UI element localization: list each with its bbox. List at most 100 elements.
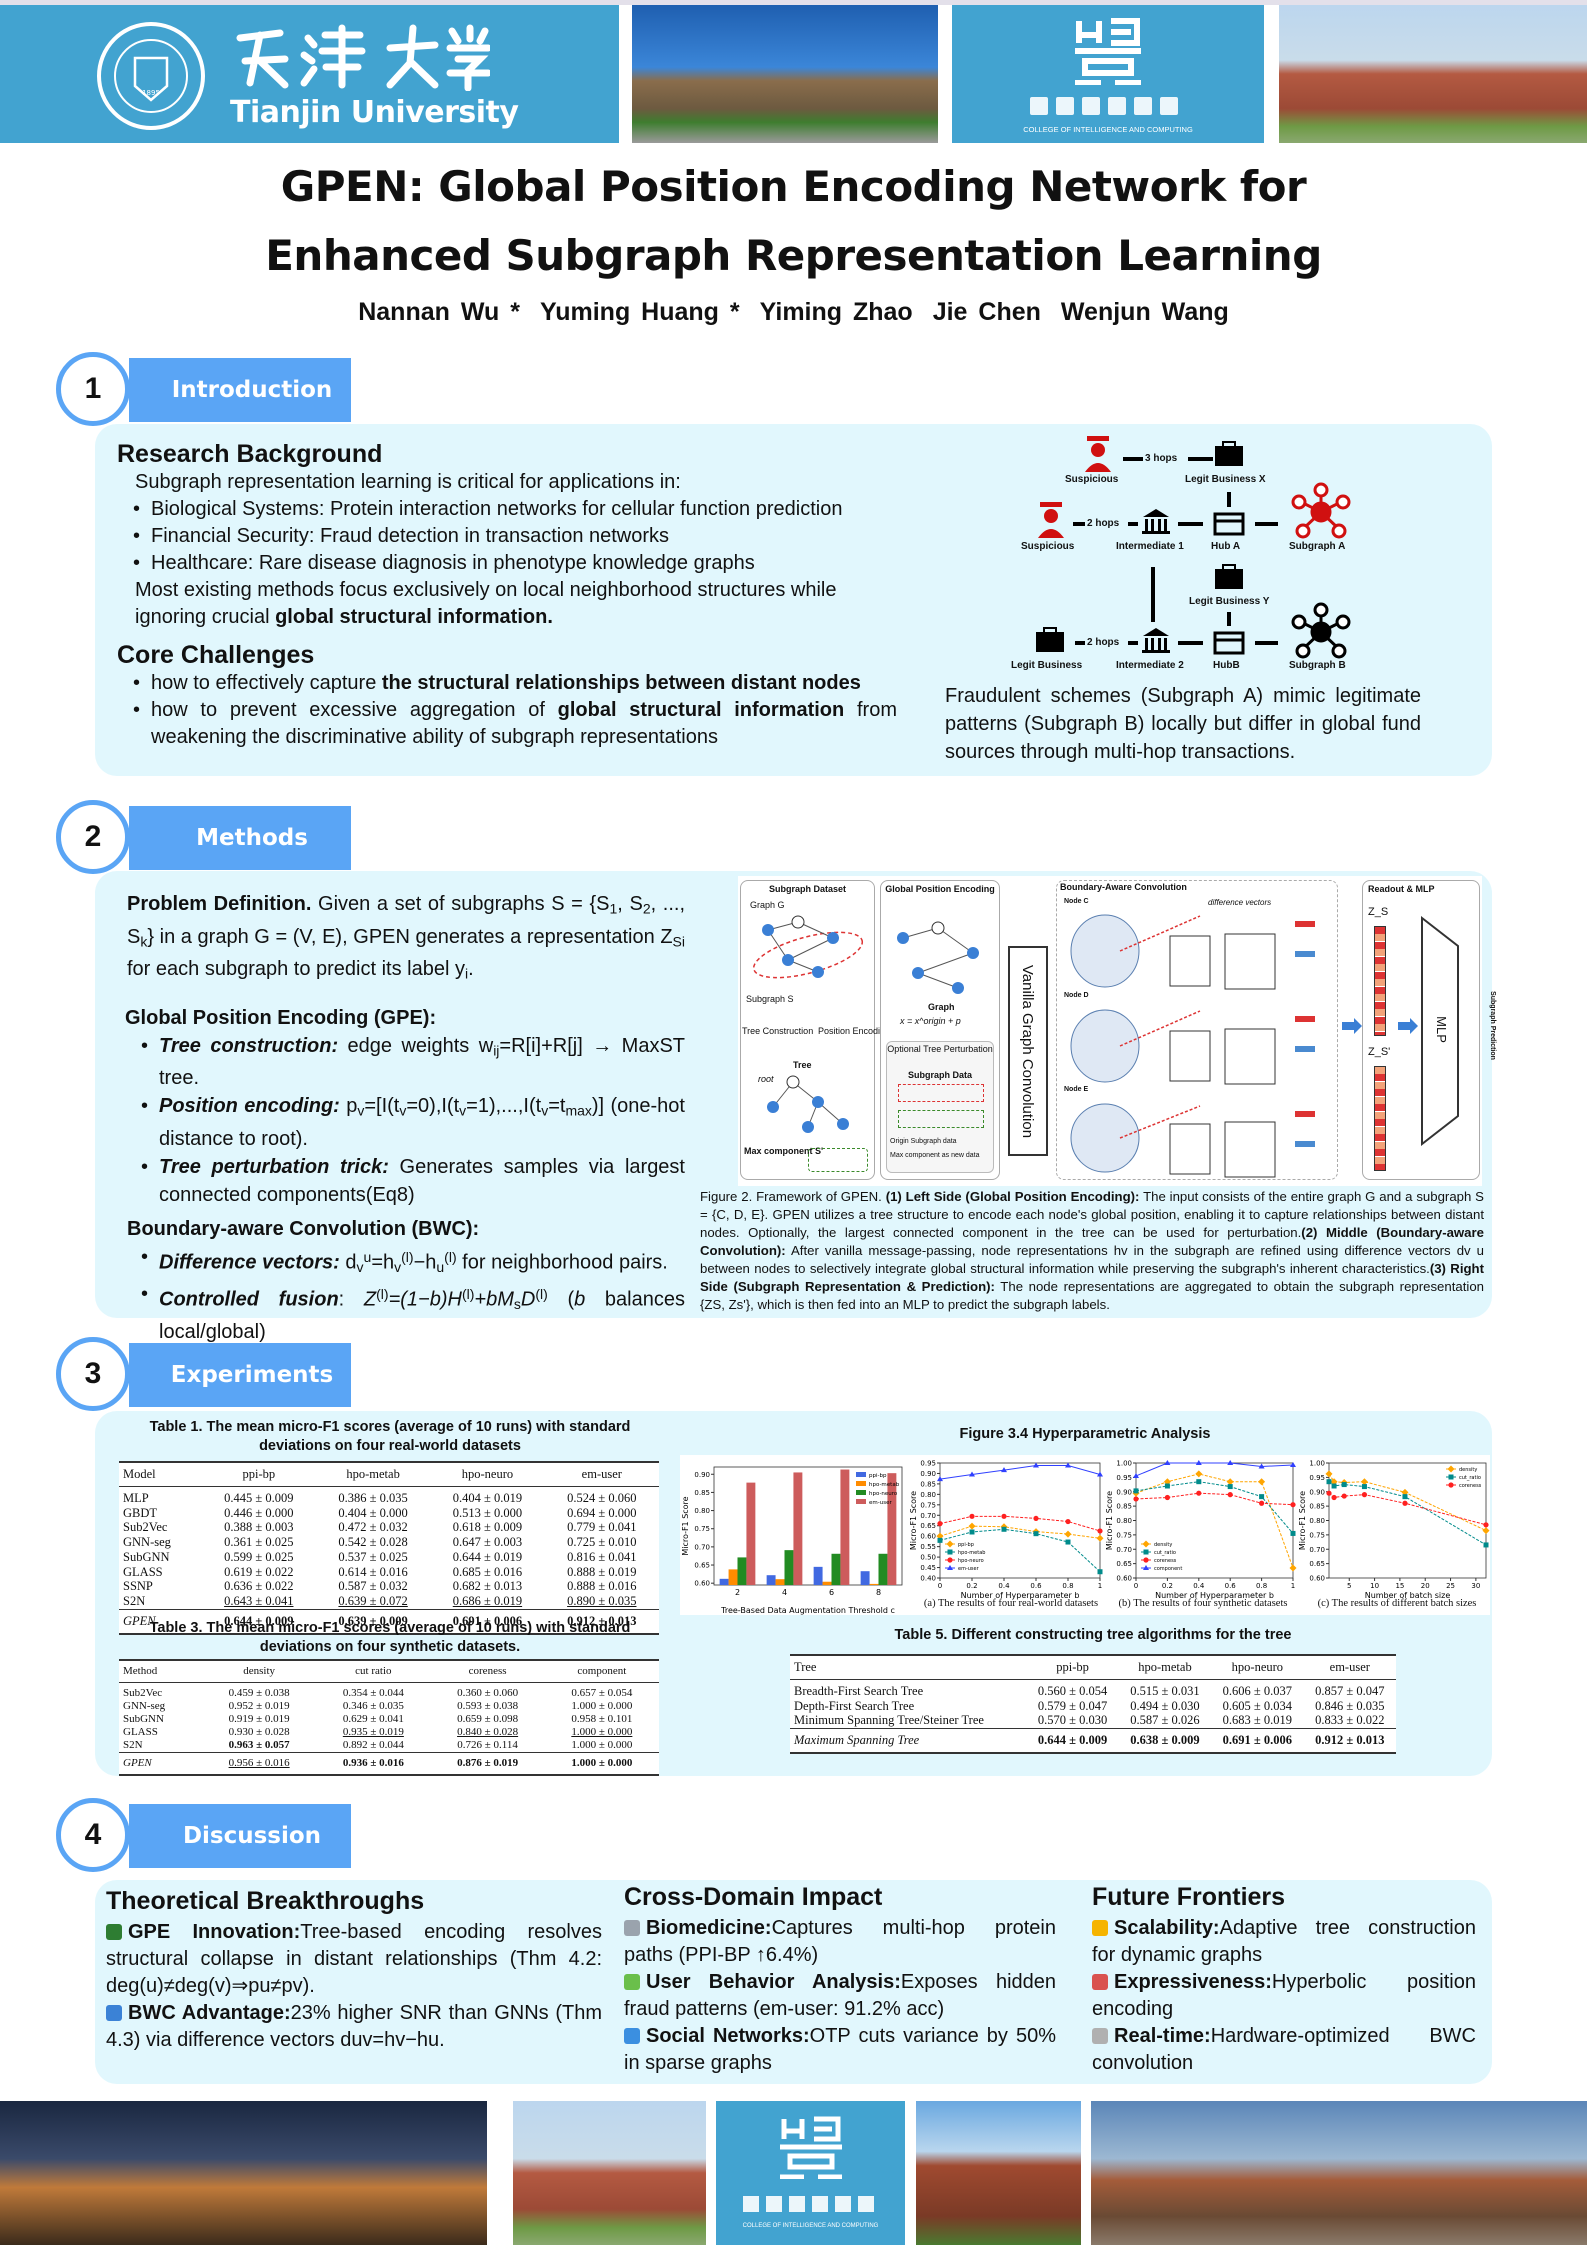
y-tick-label: 1.00 xyxy=(1116,1460,1132,1468)
y-tick-label: 0.85 xyxy=(694,1489,710,1497)
research-background-heading: Research Background xyxy=(117,440,383,468)
score-cell: 0.542 ± 0.028 xyxy=(338,1535,408,1549)
university-seal-icon: 1895 xyxy=(97,22,205,130)
bank-icon xyxy=(1142,628,1170,653)
text-segment: edge weights w xyxy=(338,1034,494,1057)
score-cell: 0.360 ± 0.060 xyxy=(457,1686,519,1699)
bwc-list: Difference vectors: dvu=hv(l)−hu(l) for … xyxy=(127,1243,685,1347)
discussion-item: Biomedicine:Captures multi-hop protein p… xyxy=(624,1915,1056,1969)
author: Yiming Zhao xyxy=(759,298,913,326)
discussion-heading: Cross-Domain Impact xyxy=(624,1883,883,1911)
text-segment: } in a graph G = (V, E), GPEN generates … xyxy=(147,925,673,948)
row-label: SubGNN xyxy=(123,1712,164,1725)
score-cell: 0.912 ± 0.013 xyxy=(544,1608,659,1634)
data-point xyxy=(1259,1500,1265,1506)
data-point xyxy=(1227,1484,1233,1490)
text-segment: Most existing methods focus exclusively … xyxy=(135,579,837,628)
text-segment: (3) Right Side (Subgraph Representation … xyxy=(700,1261,1484,1294)
label-suspicious: Suspicious xyxy=(1065,474,1119,485)
fig-max-component: Max component S' xyxy=(744,1146,824,1156)
gpe-item: Tree perturbation trick: Generates sampl… xyxy=(139,1153,685,1209)
column-header: Model xyxy=(119,1462,202,1487)
bwc-item: Controlled fusion: Z(l)=(1−b)H(l)+bMsD(l… xyxy=(139,1280,685,1346)
x-axis-label: Number of Hyperparameter b xyxy=(1155,1591,1274,1600)
college-logo-icon xyxy=(1075,18,1141,85)
data-point xyxy=(1164,1483,1170,1489)
item-text: Tree-based encoding resolves structural … xyxy=(106,1921,602,1997)
text-segment: Problem Definition. xyxy=(127,893,312,915)
score-cell: 0.659 ± 0.098 xyxy=(457,1712,519,1725)
score-cell: 0.639 ± 0.009 xyxy=(315,1608,431,1634)
fig-prediction: Subgraph Prediction xyxy=(1488,991,1496,1060)
column-header: Tree xyxy=(790,1655,1027,1680)
section-number-2: 2 xyxy=(56,800,130,874)
discussion-item: BWC Advantage:23% higher SNR than GNNs (… xyxy=(106,2000,602,2054)
score-cell: 1.000 ± 0.000 xyxy=(571,1699,633,1712)
series-line-hpo-metab xyxy=(939,1528,1101,1573)
text-segment: , ..., S xyxy=(127,893,686,948)
x-tick-label: 0.8 xyxy=(1062,1582,1073,1590)
series-line-component xyxy=(1135,1462,1294,1477)
score-cell: 0.691 ± 0.006 xyxy=(430,1608,545,1634)
item-text: Exposes hidden fraud patterns (em-user: … xyxy=(624,1971,1057,2020)
y-tick-label: 0.55 xyxy=(920,1543,936,1551)
score-cell: 0.386 ± 0.035 xyxy=(338,1490,408,1505)
x-tick-label: 0 xyxy=(938,1582,942,1590)
score-cell: 0.890 ± 0.035 xyxy=(567,1594,637,1608)
section-heading-experiments: Experiments xyxy=(129,1343,351,1407)
label-legit-business-x: Legit Business X xyxy=(1185,474,1266,485)
fig-optional: Optional Tree Perturbation xyxy=(887,1044,993,1054)
data-point xyxy=(1289,1564,1297,1572)
column-header: em-user xyxy=(1303,1655,1396,1680)
score-cell: 0.446 ± 0.000 xyxy=(224,1505,294,1520)
score-cell: 0.816 ± 0.041 xyxy=(567,1549,637,1564)
fig-position-encoding: Position Encoding xyxy=(818,1026,891,1036)
problem-definition: Problem Definition. Given a set of subgr… xyxy=(127,890,685,988)
text-segment: 2 xyxy=(642,900,651,917)
text-segment: The node representations are aggregated … xyxy=(700,1279,1484,1312)
microscope-icon xyxy=(624,1920,640,1936)
figure-3-4-title: Figure 3.4 Hyperparametric Analysis xyxy=(959,1426,1211,1442)
data-point xyxy=(946,1540,954,1548)
gpe-list: Tree construction: edge weights wij=R[i]… xyxy=(127,1032,685,1209)
text-segment: (2) Middle (Boundary-aware Convolution): xyxy=(700,1225,1484,1258)
background-closing: Most existing methods focus exclusively … xyxy=(117,577,897,631)
y-tick-label: 0.80 xyxy=(1116,1517,1132,1525)
discussion-item: User Behavior Analysis:Exposes hidden fr… xyxy=(624,1969,1056,2023)
score-cell: 0.888 ± 0.019 xyxy=(567,1564,637,1579)
data-point xyxy=(1143,1557,1149,1563)
label-subgraph-a: Subgraph A xyxy=(1289,541,1346,552)
fig-difference-vectors: difference vectors xyxy=(1208,898,1272,907)
bar-em-user xyxy=(840,1469,850,1585)
x-tick-label: 10 xyxy=(1370,1582,1379,1590)
data-point xyxy=(1341,1493,1347,1499)
plot-area xyxy=(939,1462,1101,1579)
fig-subgraph-s: Subgraph S xyxy=(746,994,794,1004)
zs-prime-vector xyxy=(1374,1066,1386,1171)
data-point xyxy=(1096,1534,1104,1542)
legend-label: hpo-metab xyxy=(958,1550,985,1556)
lightning-icon xyxy=(1092,1920,1108,1936)
campus-photo-brick-building xyxy=(916,2101,1081,2245)
vanilla-convolution-block: Vanilla Graph Convolution xyxy=(1008,946,1048,1156)
fig-tree-construction: Tree Construction xyxy=(742,1026,814,1036)
fig-origin-data: Origin Subgraph data xyxy=(890,1138,957,1145)
item-text: Captures multi-hop protein paths (PPI-BP… xyxy=(624,1917,1056,1966)
fig-subgraph-dataset: Subgraph Dataset xyxy=(768,884,846,894)
y-tick-label: 0.65 xyxy=(694,1562,710,1570)
label-legit-business: Legit Business xyxy=(1011,660,1083,671)
y-tick-label: 0.85 xyxy=(1116,1503,1132,1511)
text-segment: =1),...,I(t xyxy=(466,1095,542,1117)
score-cell: 0.644 ± 0.009 xyxy=(201,1608,316,1634)
fig-tree: Tree xyxy=(793,1060,812,1070)
legend-label: hpo-neuro xyxy=(958,1558,984,1564)
score-cell: 0.644 ± 0.019 xyxy=(452,1549,523,1564)
